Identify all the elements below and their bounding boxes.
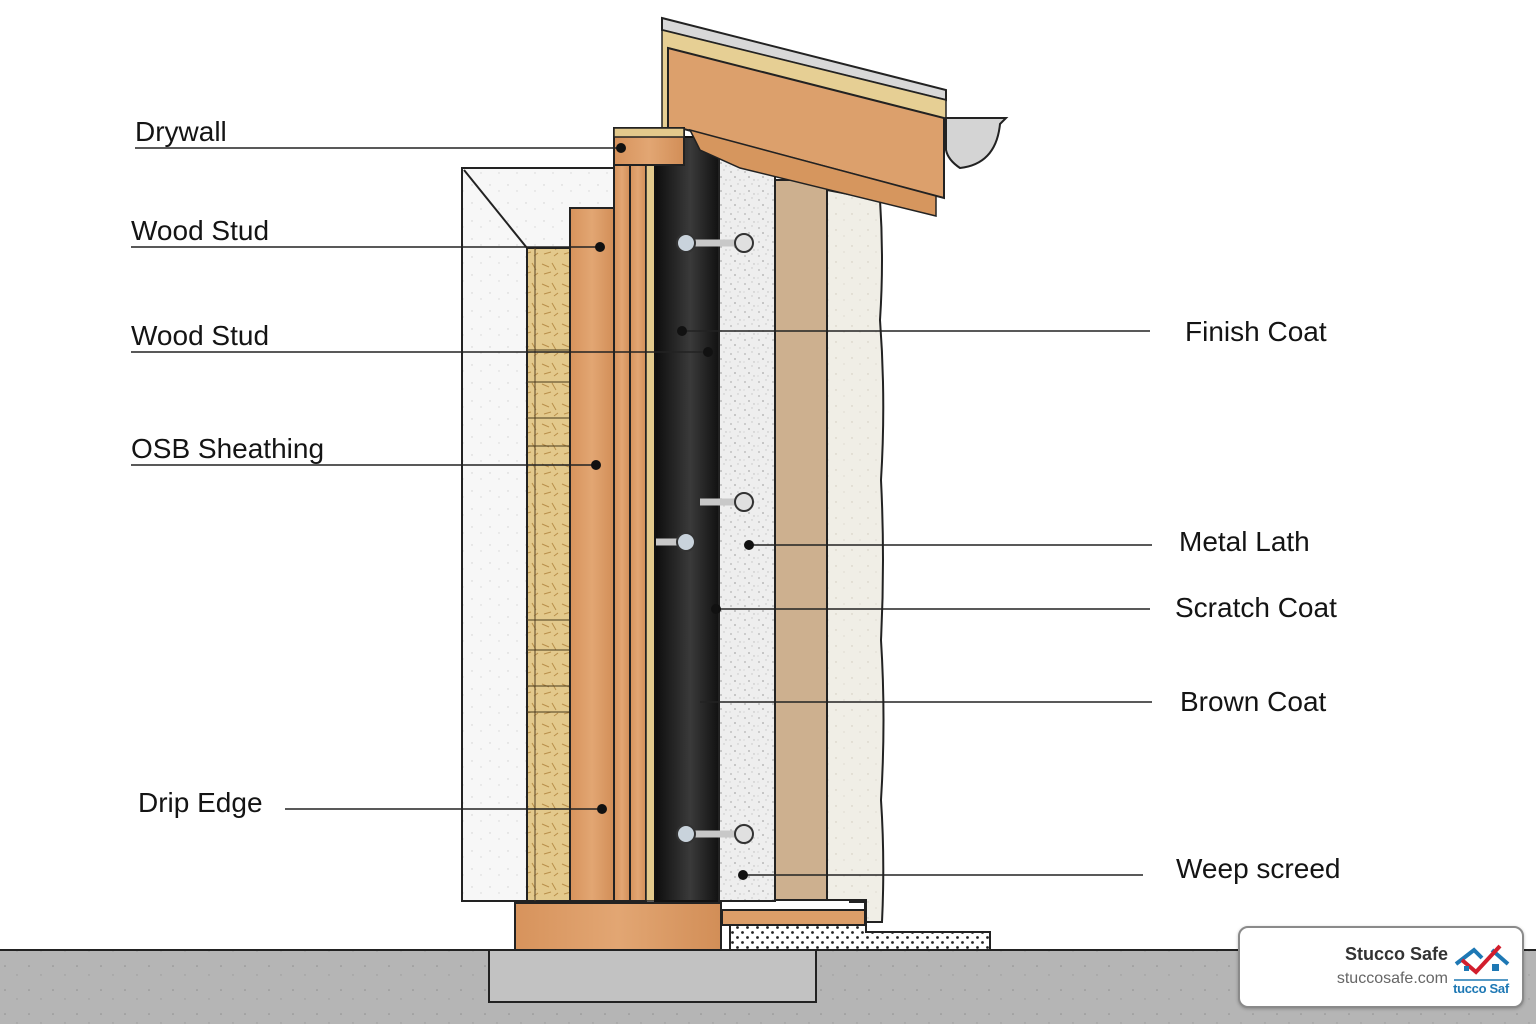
label-metal-lath: Metal Lath [1179, 526, 1310, 557]
scratch-coat [718, 151, 776, 902]
brown-coat [774, 179, 828, 901]
sill-plate [514, 902, 722, 951]
brand-badge: Stucco Safe stuccosafe.com tucco Saf [1238, 926, 1524, 1008]
leader-dots [591, 143, 754, 880]
label-finish-coat: Finish Coat [1185, 316, 1327, 347]
label-brown-coat: Brown Coat [1180, 686, 1327, 717]
gutter [945, 117, 1009, 170]
footing [488, 949, 817, 1003]
label-osb-sheathing: OSB Sheathing [131, 433, 325, 464]
weep-screed [721, 909, 866, 926]
label-drip-edge: Drip Edge [138, 787, 263, 818]
logo-text: tucco Saf [1453, 981, 1509, 996]
label-weep-screed: Weep screed [1176, 853, 1341, 884]
house-check-icon [1454, 944, 1510, 981]
lath-fasteners [656, 233, 754, 844]
finish-coat [826, 188, 885, 923]
badge-url: stuccosafe.com [1336, 970, 1448, 987]
stucco-safe-logo: tucco Saf [1452, 942, 1510, 996]
wood-stud [569, 207, 615, 902]
osb-sheathing [526, 247, 571, 902]
label-wood-stud-1: Wood Stud [131, 215, 270, 246]
leader-lines [131, 147, 1152, 876]
label-scratch-coat: Scratch Coat [1175, 592, 1337, 623]
label-wood-stud-2: Wood Stud [131, 320, 270, 351]
label-drywall: Drywall [135, 116, 227, 147]
badge-title: Stucco Safe [1344, 944, 1448, 964]
water-barrier [654, 136, 720, 902]
